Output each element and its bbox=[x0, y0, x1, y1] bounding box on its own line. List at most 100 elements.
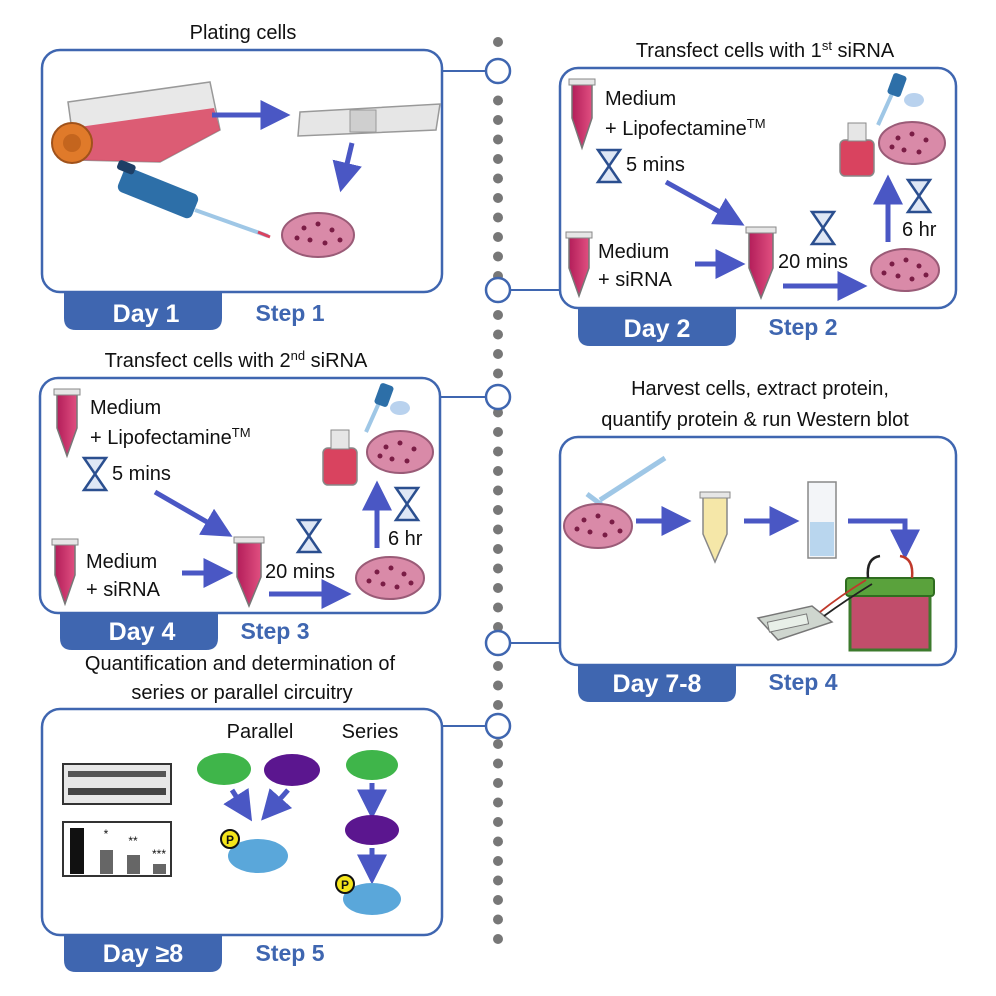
phospho-label: P bbox=[226, 833, 234, 847]
lipofectamine-tube-icon bbox=[568, 78, 596, 151]
western-blot-tank-icon bbox=[845, 554, 935, 652]
timeline-dot bbox=[493, 914, 503, 925]
hourglass-icon bbox=[81, 456, 109, 492]
day-label: Day ≥8 bbox=[103, 940, 184, 968]
timeline-dot bbox=[493, 700, 503, 710]
cell-dish-icon bbox=[878, 121, 946, 165]
mix1-line1: Medium bbox=[90, 397, 161, 419]
timeline-node-step4 bbox=[484, 629, 512, 657]
timeline-dot bbox=[493, 505, 503, 515]
mix1-line2: + LipofectamineTM bbox=[90, 425, 251, 450]
mix1-line2: + LipofectamineTM bbox=[605, 116, 766, 141]
culture-flask-icon bbox=[51, 81, 221, 164]
timeline-dot bbox=[493, 446, 503, 457]
sirna-tube-icon bbox=[51, 538, 79, 607]
timeline-dot bbox=[493, 661, 503, 671]
timeline-dot bbox=[493, 817, 503, 827]
day-label: Day 1 bbox=[113, 300, 180, 328]
timeline-node-step2 bbox=[484, 276, 512, 304]
cell-dish-icon bbox=[870, 248, 940, 292]
hourglass-icon bbox=[809, 210, 837, 246]
timeline-dot bbox=[493, 232, 503, 242]
day-badge bbox=[64, 935, 222, 972]
hourglass-icon bbox=[905, 178, 933, 214]
wait2-label: 20 mins bbox=[778, 251, 848, 273]
wait2-label: 20 mins bbox=[265, 561, 335, 583]
timeline-dot bbox=[493, 349, 503, 359]
cell-dish-icon bbox=[281, 212, 355, 258]
sig-mark: * bbox=[104, 827, 109, 841]
step3-panel: Transfect cells with 2nd siRNA Medium + … bbox=[38, 348, 442, 650]
step5-panel: Quantification and determination of seri… bbox=[40, 653, 444, 972]
sig-mark: *** bbox=[152, 847, 166, 861]
hemocytometer-icon bbox=[297, 103, 441, 137]
protein-b-ellipse bbox=[264, 754, 320, 786]
wait3-label: 6 hr bbox=[902, 219, 937, 241]
timeline-dot bbox=[493, 836, 503, 847]
protein-c-ellipse bbox=[343, 883, 401, 915]
mix2-line2: + siRNA bbox=[598, 269, 673, 291]
timeline-dot bbox=[493, 758, 503, 769]
step-label: Step 3 bbox=[240, 618, 309, 644]
timeline-dot bbox=[493, 680, 503, 691]
day-badge bbox=[578, 665, 736, 702]
pipette-icon bbox=[117, 160, 271, 239]
protein-a-ellipse bbox=[197, 753, 251, 785]
timeline-dot bbox=[493, 115, 503, 125]
timeline-dot bbox=[493, 466, 503, 476]
lipofectamine-tube-icon bbox=[53, 388, 81, 459]
cell-dish-icon bbox=[563, 503, 633, 549]
series-label: Series bbox=[342, 721, 399, 743]
phospho-badge bbox=[335, 874, 355, 894]
hourglass-icon bbox=[393, 486, 421, 522]
step5-title-line2: series or parallel circuitry bbox=[131, 682, 352, 704]
protein-c-ellipse bbox=[228, 839, 288, 873]
mix2-line1: Medium bbox=[598, 241, 669, 263]
timeline-dot bbox=[493, 875, 503, 886]
phospho-label: P bbox=[341, 878, 349, 892]
wait3-label: 6 hr bbox=[388, 528, 423, 550]
timeline-dot bbox=[493, 544, 503, 554]
step1-panel: Plating cells bbox=[40, 22, 444, 330]
combined-tube-icon bbox=[233, 536, 265, 608]
western-blot-image bbox=[62, 763, 172, 805]
timeline-dot bbox=[493, 37, 503, 47]
combined-tube-icon bbox=[745, 226, 777, 301]
step-label: Step 1 bbox=[255, 300, 324, 326]
cuvette-icon bbox=[807, 481, 837, 559]
day-badge bbox=[578, 308, 736, 346]
day-badge bbox=[64, 292, 222, 330]
day-label: Day 2 bbox=[624, 315, 691, 343]
mix2-line1: Medium bbox=[86, 551, 157, 573]
mix1-line1: Medium bbox=[605, 88, 676, 110]
timeline-dot bbox=[493, 154, 503, 164]
mix2-line2: + siRNA bbox=[86, 579, 161, 601]
timeline-dot bbox=[493, 778, 503, 788]
timeline-dot bbox=[493, 251, 503, 262]
day-badge bbox=[60, 613, 218, 650]
timeline-dot bbox=[493, 583, 503, 593]
timeline-dot bbox=[493, 524, 503, 535]
protein-b-ellipse bbox=[345, 815, 399, 845]
timeline-dot bbox=[493, 895, 503, 905]
timeline-dot bbox=[493, 134, 503, 145]
quantification-bar-graph: * ** *** bbox=[62, 821, 172, 877]
step2-title: Transfect cells with 1st siRNA bbox=[636, 38, 895, 63]
step-label: Step 4 bbox=[768, 669, 837, 695]
power-supply-icon bbox=[756, 579, 873, 641]
timeline-dot bbox=[493, 563, 503, 574]
timeline-dot bbox=[493, 329, 503, 340]
step-label: Step 2 bbox=[768, 314, 837, 340]
timeline-dot bbox=[493, 856, 503, 866]
hourglass-icon bbox=[595, 148, 623, 184]
timeline-dot bbox=[493, 368, 503, 379]
sirna-tube-icon bbox=[565, 231, 593, 299]
gloved-pipette-icon bbox=[876, 73, 924, 126]
timeline-connectors bbox=[440, 70, 560, 727]
timeline-dot bbox=[493, 212, 503, 223]
cell-dish-icon bbox=[366, 430, 434, 474]
timeline-node-step1 bbox=[484, 57, 512, 85]
step3-title: Transfect cells with 2nd siRNA bbox=[105, 348, 368, 373]
step4-title-line2: quantify protein & run Western blot bbox=[601, 409, 909, 431]
step4-panel: Harvest cells, extract protein, quantify… bbox=[558, 378, 958, 702]
